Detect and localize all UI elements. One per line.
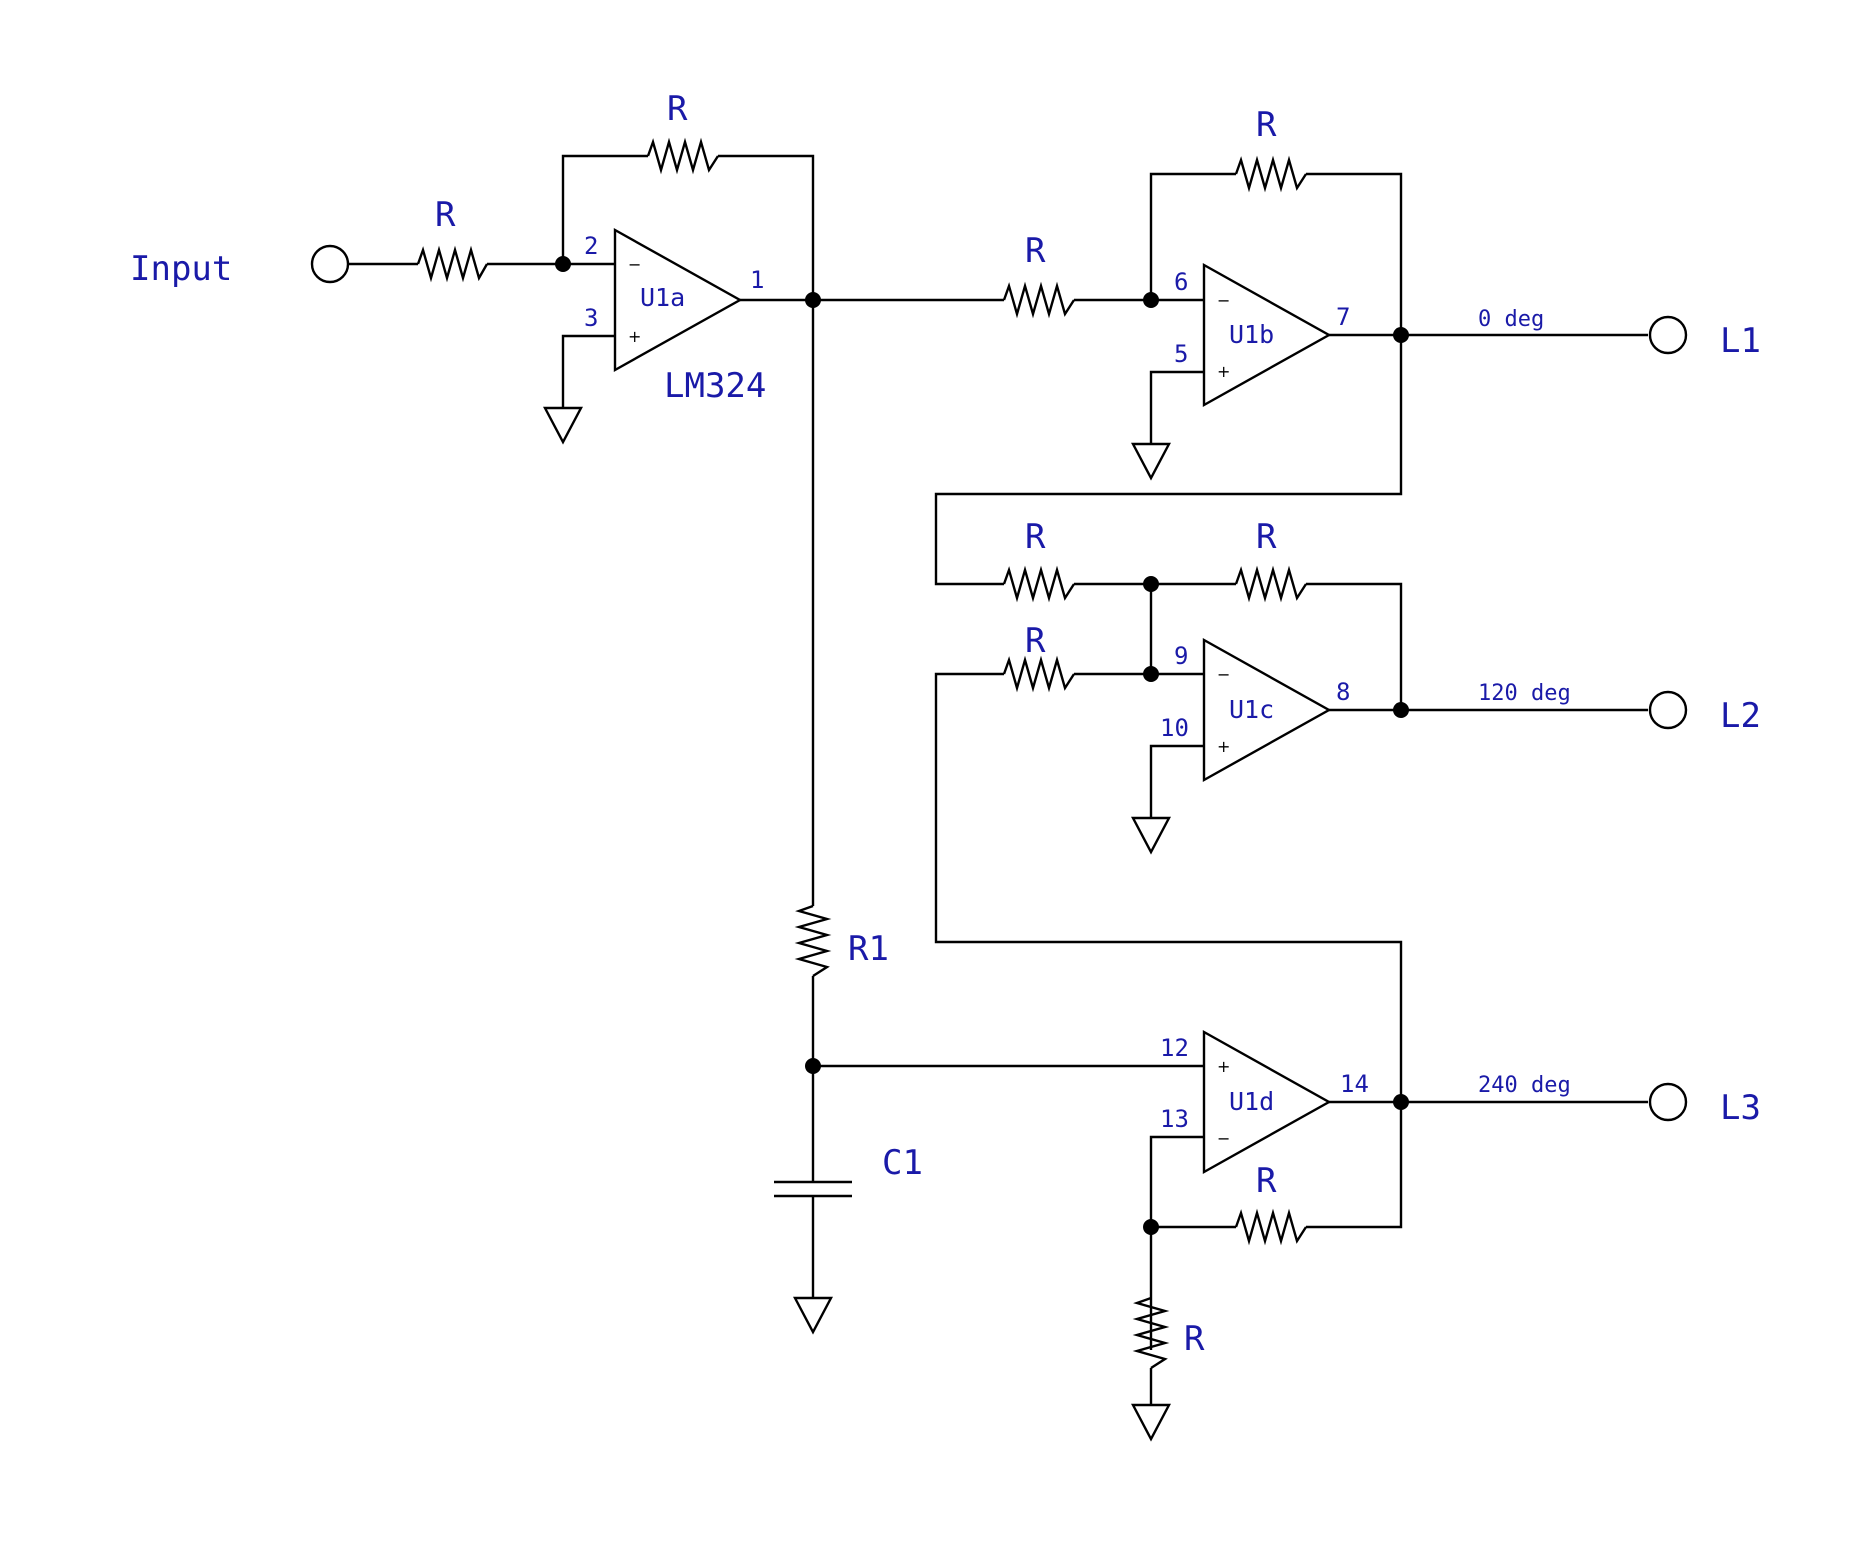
resistor-label: R [1025,621,1046,661]
c1-label: C1 [882,1143,923,1183]
input-label: Input [130,249,232,289]
l3-phase-label: 240 deg [1478,1073,1571,1098]
pin-label: 14 [1340,1070,1369,1098]
resistor-label: R [1256,517,1277,557]
u1b-feedback-resistor [1234,155,1308,193]
resistor-label: R [667,89,688,129]
u1d-label: U1d [1229,1087,1274,1116]
l2-phase-label: 120 deg [1478,681,1571,706]
ground-icon [543,406,583,445]
l3-output-terminal[interactable] [1648,1082,1688,1122]
l1-phase-label: 0 deg [1478,307,1544,332]
pin-label: 2 [584,232,598,260]
input-terminal[interactable] [310,244,350,284]
pin-label: 7 [1336,303,1350,331]
u1b-input-resistor [1002,281,1076,319]
plus-sign: + [1217,737,1230,756]
l2-output-terminal[interactable] [1648,690,1688,730]
minus-sign: − [1217,291,1230,310]
u1c-stage: − + [934,565,1688,944]
pin-label: 8 [1336,678,1350,706]
u1c-label: U1c [1229,695,1274,724]
minus-sign: − [1217,1129,1230,1148]
l3-label: L3 [1720,1088,1761,1128]
u1a-opamp [613,227,743,373]
u1b-label: U1b [1229,320,1274,349]
u1c-feedback-resistor [1234,565,1308,603]
pin-label: 13 [1160,1105,1189,1133]
plus-sign: + [1217,1057,1230,1076]
l2-label: L2 [1720,696,1761,736]
rc-network [774,904,1204,1335]
part-number-label: LM324 [664,366,766,406]
pin-label: 3 [584,304,598,332]
input-resistor [416,245,489,283]
ground-icon [1131,442,1171,481]
junction-dot [555,256,571,272]
resistor-label: R [1025,517,1046,557]
plus-sign: + [628,327,641,346]
l1-label: L1 [1720,321,1761,361]
u1a-feedback-resistor [646,137,720,175]
resistor-label: R [1256,1161,1277,1201]
u1d-stage: + − [1004,940,1688,1442]
junction-dot [1143,666,1159,682]
u1a-label: U1a [640,283,685,312]
pin-label: 10 [1160,714,1189,742]
u1b-stage: − + [934,155,1688,586]
plus-sign: + [1217,362,1230,381]
u1d-opamp [1202,1029,1332,1175]
u1d-ground-resistor [1132,1296,1170,1370]
resistor-label: R [1025,231,1046,271]
pin-label: 6 [1174,268,1188,296]
resistor-label: R [435,195,456,235]
pin-label: 5 [1174,340,1188,368]
resistor-label: R [1184,1319,1205,1359]
u1d-feedback-resistor [1234,1208,1308,1246]
l1-output-terminal[interactable] [1648,315,1688,355]
u1a-stage: − + [310,137,821,445]
ground-icon [1131,1403,1171,1442]
u1b-opamp [1202,262,1332,408]
resistor-label: R [1256,105,1277,145]
ground-icon [1131,816,1171,855]
u1c-opamp [1202,637,1332,783]
pin-label: 1 [750,266,764,294]
pin-label: 9 [1174,642,1188,670]
minus-sign: − [1217,665,1230,684]
pin-label: 12 [1160,1034,1189,1062]
u1c-input-resistor-top [1002,565,1076,603]
ground-icon [793,1296,833,1335]
r1-label: R1 [848,929,889,969]
junction-dot [1393,702,1409,718]
minus-sign: − [628,255,641,274]
u1c-input-resistor-bottom [1002,655,1076,693]
r1-resistor [794,904,832,978]
